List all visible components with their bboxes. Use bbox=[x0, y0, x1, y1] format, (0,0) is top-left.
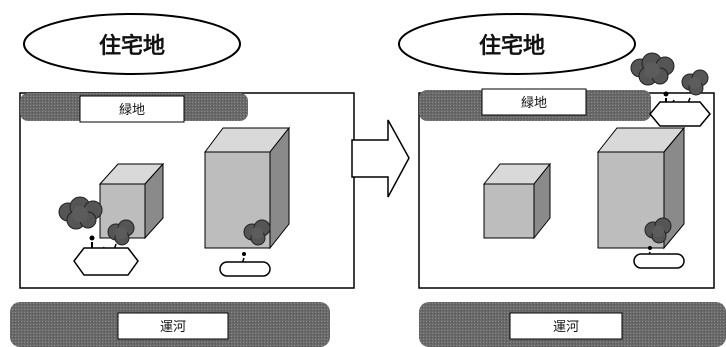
left-canal: 運河 bbox=[10, 302, 330, 347]
left-large-cube bbox=[204, 126, 291, 250]
right-pill-planter bbox=[633, 253, 685, 269]
right-residential-ellipse: 住宅地 bbox=[398, 13, 636, 75]
left-pill-planter bbox=[219, 261, 271, 277]
right-canal: 運河 bbox=[419, 302, 726, 347]
right-hex-planter bbox=[649, 101, 711, 127]
left-residential-label: 住宅地 bbox=[99, 33, 165, 59]
left-green-label: 緑地 bbox=[119, 103, 145, 118]
left-canal-label: 運河 bbox=[160, 320, 186, 335]
left-residential-ellipse: 住宅地 bbox=[23, 13, 241, 75]
right-small-cube bbox=[482, 162, 552, 240]
right-green-label: 緑地 bbox=[521, 96, 547, 111]
left-small-cube bbox=[98, 162, 165, 240]
right-large-cube bbox=[596, 126, 686, 250]
left-panel: 住宅地 緑地 bbox=[10, 13, 355, 347]
right-panel: 住宅地 緑地 bbox=[398, 13, 726, 347]
transition-arrow bbox=[351, 119, 410, 198]
left-green-area: 緑地 bbox=[19, 92, 355, 289]
right-residential-label: 住宅地 bbox=[479, 33, 545, 59]
right-canal-label: 運河 bbox=[553, 320, 579, 335]
left-hex-planter bbox=[73, 247, 139, 276]
